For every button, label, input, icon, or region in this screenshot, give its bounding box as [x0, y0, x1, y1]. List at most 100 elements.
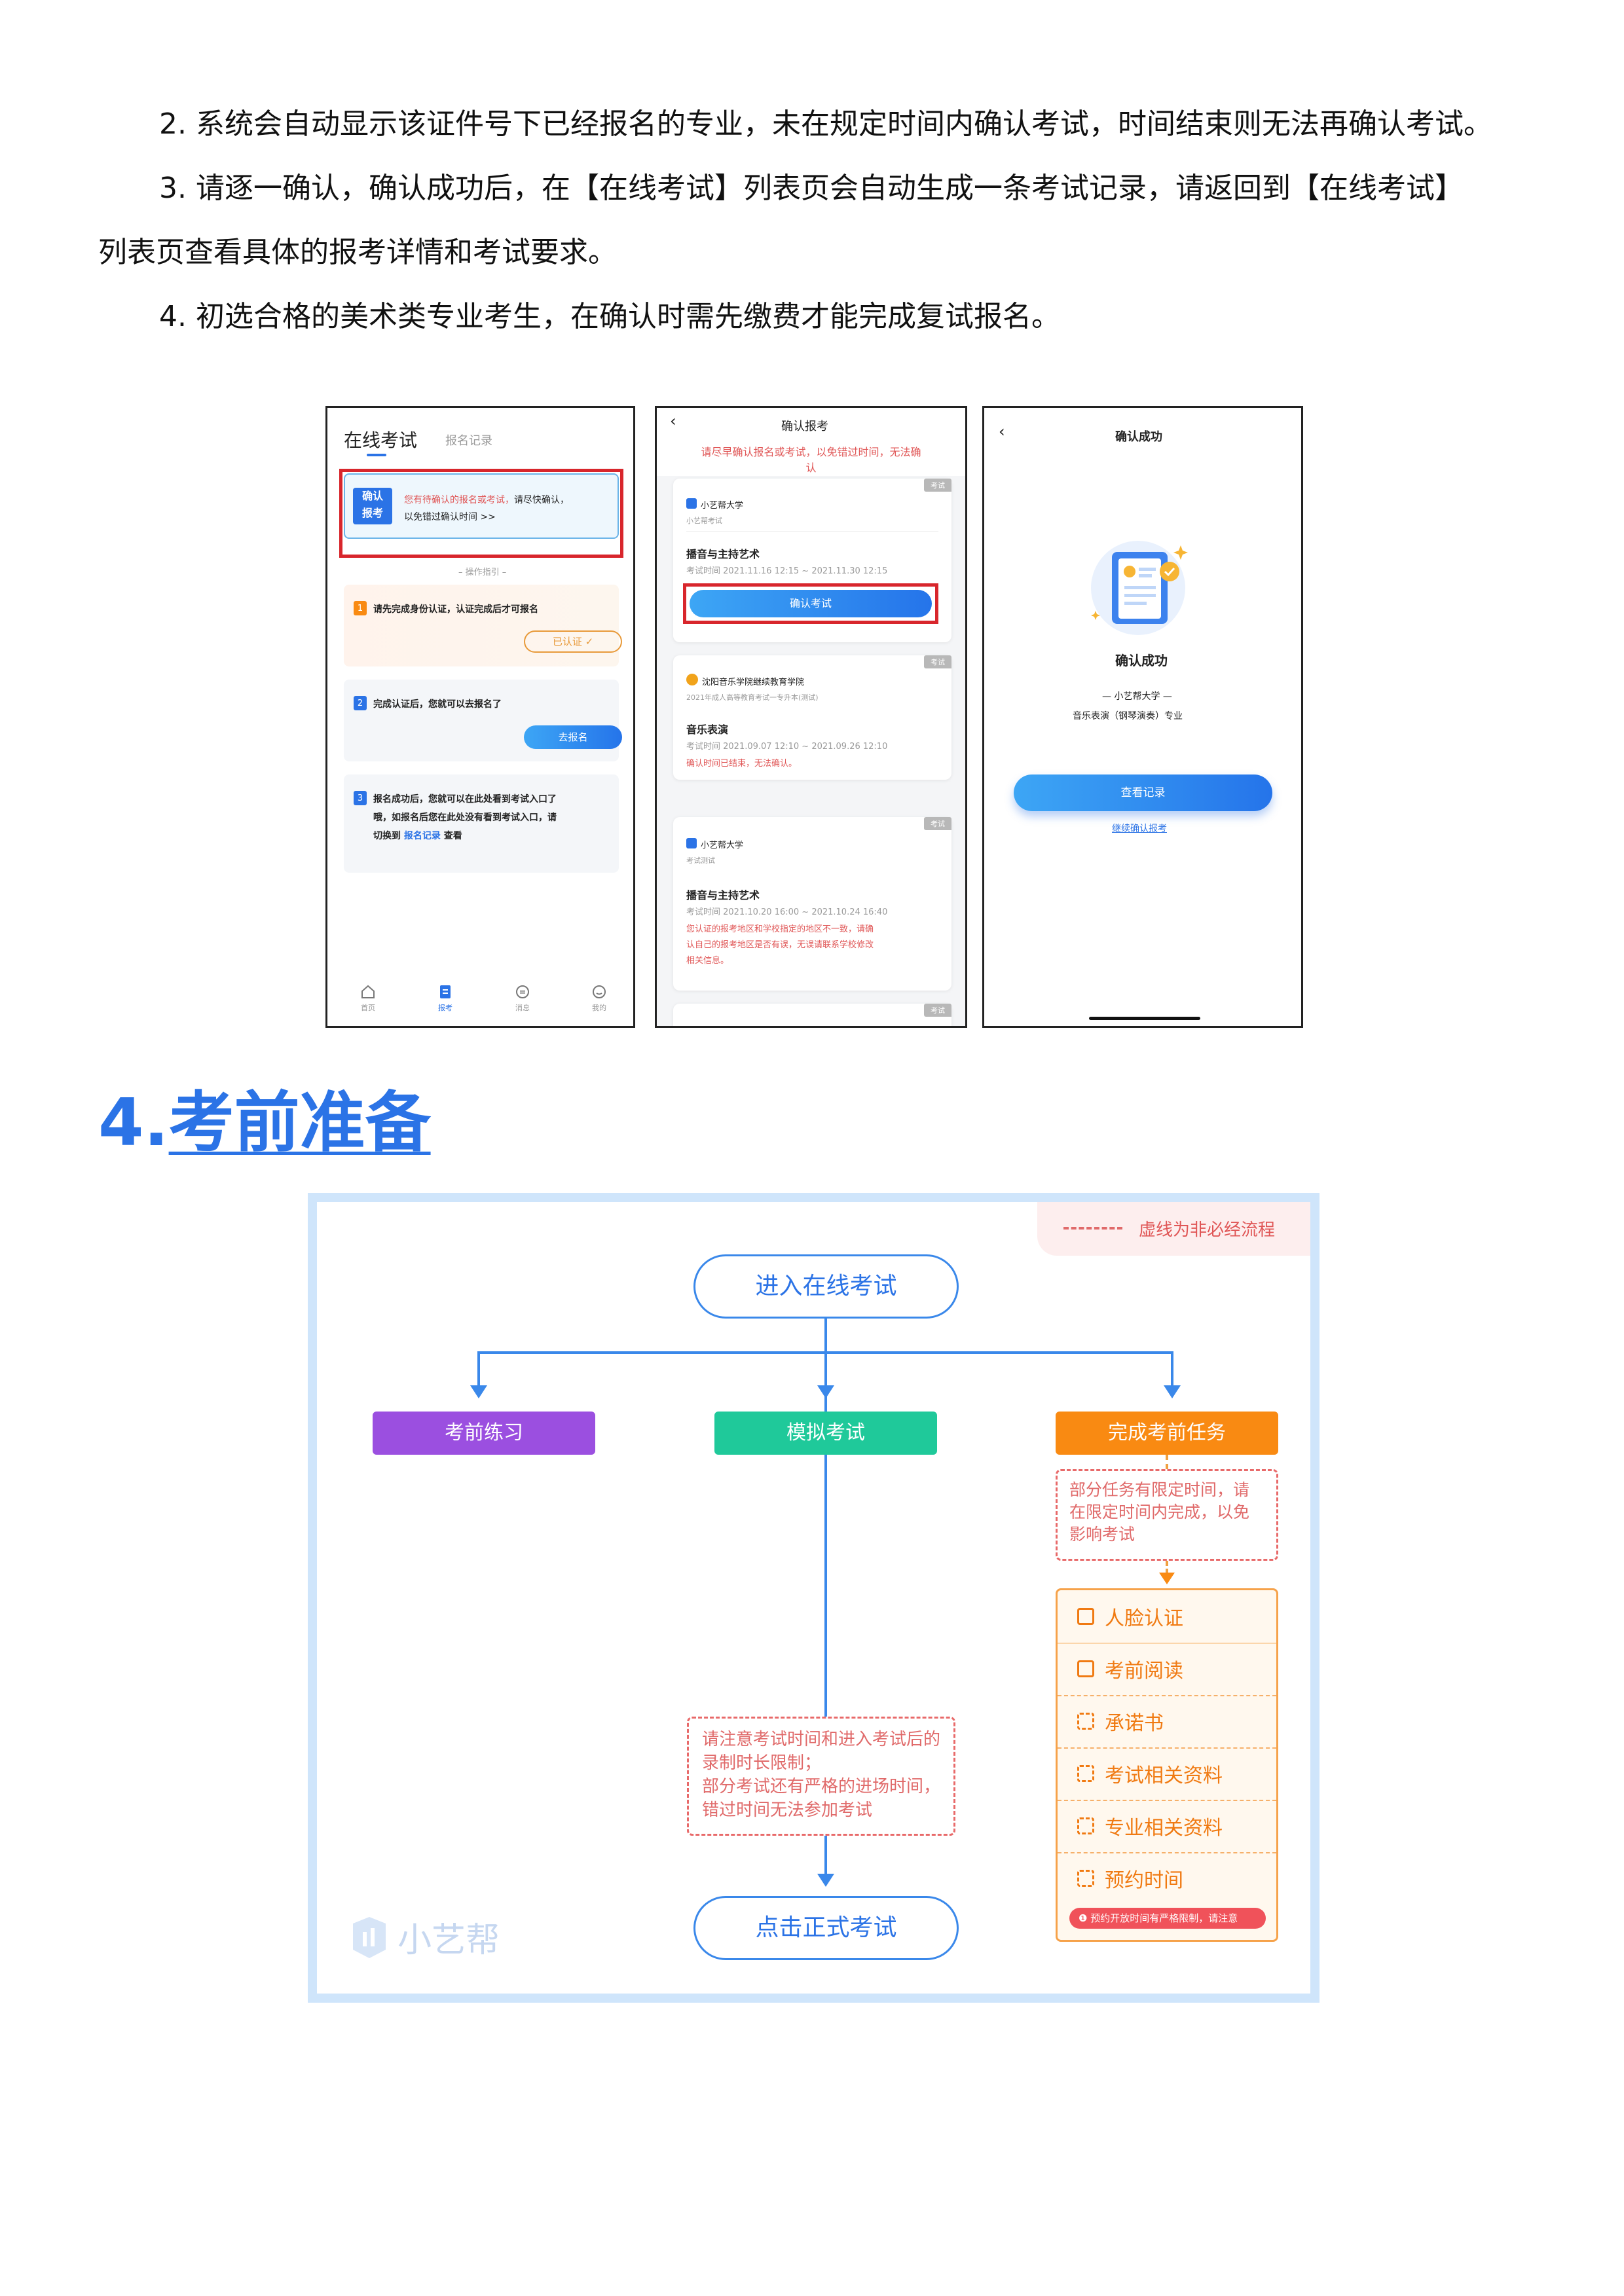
step3-pre: 切换到: [373, 831, 401, 841]
checkbox-optional-icon: [1077, 1870, 1094, 1887]
xiaoyibang-logo: 小艺帮: [350, 1912, 500, 1961]
divider: [686, 531, 938, 532]
branch-mock-exam: 模拟考试: [714, 1412, 937, 1455]
divider: [1058, 1852, 1276, 1853]
nav-mine-label: 我的: [592, 1004, 606, 1012]
card2-note: 确认时间已结束，无法确认。: [686, 759, 798, 769]
branch-pre-tasks: 完成考前任务: [1056, 1412, 1278, 1455]
page-title: 确认成功: [1115, 430, 1162, 444]
arrow-icon: [817, 1874, 834, 1887]
bottom-nav: 首页 报考 消息 我的: [327, 977, 633, 1026]
card2-time: 考试时间 2021.09.07 12:10 ~ 2021.09.26 12:10: [686, 742, 888, 752]
step3-post: 查看: [443, 831, 462, 841]
task-list: 人脸认证 考前阅读 承诺书 考试相关资料 专业相关资料 预约时间 ❶ 预约开放时…: [1056, 1588, 1278, 1942]
notice-dark: 请尽快确认，: [514, 495, 569, 505]
task-label: 考前阅读: [1105, 1660, 1183, 1683]
step3-card: 3 报名成功后，您就可以在此处看到考试入口了 哦，如报名后您在此处没有看到考试入…: [344, 774, 619, 873]
card3-note-line1: 您认证的报考地区和学校指定的地区不一致，请确: [686, 924, 874, 934]
success-major: 音乐表演（钢琴演奏）专业: [1073, 711, 1183, 721]
card2-school: 沈阳音乐学院继续教育学院: [702, 678, 805, 687]
task-pledge: 承诺书: [1058, 1695, 1276, 1747]
checkbox-optional-icon: [1077, 1817, 1094, 1834]
highlight-box: [683, 583, 938, 624]
back-icon[interactable]: ‹: [999, 422, 1005, 441]
phone-screenshot-confirm-register: ‹ 确认报考 请尽早确认报名或考试，以免错过时间，无法确 认 考试 小艺帮大学 …: [655, 406, 967, 1028]
step2-text: 完成认证后，您就可以去报名了: [373, 699, 502, 710]
verified-button[interactable]: 已认证 ✓: [524, 630, 622, 653]
notice-line2: 以免错过确认时间 >>: [404, 512, 496, 522]
school-logo-icon: [686, 838, 697, 848]
tab-registration-records[interactable]: 报名记录: [445, 434, 492, 448]
step3-line1: 报名成功后，您就可以在此处看到考试入口了: [373, 794, 557, 805]
back-icon[interactable]: ‹: [670, 412, 676, 430]
exam-card-2: 考试 沈阳音乐学院继续教育学院 2021年成人高等教育考试一专升本(测试) 音乐…: [673, 655, 951, 780]
exam-tag: 考试: [924, 479, 951, 492]
section-number: 4.: [98, 1084, 169, 1161]
badge-line1: 确认: [361, 490, 383, 502]
exam-tag: 考试: [924, 1004, 951, 1017]
legend: 虚线为非必经流程: [1037, 1202, 1310, 1256]
task-label: 承诺书: [1105, 1712, 1164, 1735]
nav-mine[interactable]: 我的: [586, 984, 612, 1013]
warning-line2: 认: [805, 462, 817, 474]
divider: [1058, 1695, 1276, 1696]
step3-line2: 哦，如报名后您在此处没有看到考试入口，请: [373, 812, 557, 823]
nav-exam[interactable]: 报考: [432, 984, 458, 1013]
phone-screenshot-online-exam: 在线考试 报名记录 确认 报考 您有待确认的报名或考试，请尽快确认， 以免错过确…: [325, 406, 635, 1028]
pending-confirm-banner[interactable]: 确认 报考 您有待确认的报名或考试，请尽快确认， 以免错过确认时间 >>: [344, 473, 619, 539]
message-icon: [516, 985, 529, 998]
divider: [1058, 1747, 1276, 1749]
step1-card: 1 请先完成身份认证，认证完成后才可报名 已认证 ✓: [344, 585, 622, 666]
nav-messages[interactable]: 消息: [509, 984, 536, 1013]
appointment-warning: ❶ 预约开放时间有严格限制，请注意: [1069, 1908, 1266, 1929]
checkbox-optional-icon: [1077, 1765, 1094, 1782]
view-records-button[interactable]: 查看记录: [1014, 774, 1272, 811]
connector: [1166, 1561, 1168, 1574]
warning-bar: 请尽早确认报名或考试，以免错过时间，无法确 认: [657, 439, 965, 476]
task-label: 专业相关资料: [1105, 1817, 1223, 1840]
profile-icon: [593, 985, 606, 998]
task-label: 预约时间: [1105, 1869, 1183, 1892]
prep-flowchart: 虚线为非必经流程 进入在线考试 考前练习 模拟考试 完成考前任务 请注意考试时间…: [308, 1193, 1320, 2003]
warning-icon: ❶: [1079, 1912, 1091, 1924]
warning-line1: 请尽早确认报名或考试，以免错过时间，无法确: [701, 446, 921, 458]
connector: [1166, 1455, 1168, 1469]
task-pre-reading: 考前阅读: [1058, 1643, 1276, 1695]
step2-number-icon: 2: [354, 696, 367, 710]
go-register-button[interactable]: 去报名: [524, 725, 622, 749]
paragraph-2: 2. 系统会自动显示该证件号下已经报名的专业，未在规定时间内确认考试，时间结束则…: [159, 107, 1492, 141]
card1-major: 播音与主持艺术: [686, 548, 760, 560]
divider: [1058, 1643, 1276, 1644]
tab-active-indicator: [367, 454, 386, 456]
end-node: 点击正式考试: [693, 1896, 959, 1960]
task-time-note: 部分任务有限定时间，请 在限定时间内完成，以免 影响考试: [1056, 1469, 1278, 1561]
tab-online-exam[interactable]: 在线考试: [344, 429, 418, 451]
card3-major: 播音与主持艺术: [686, 889, 760, 902]
registration-records-link[interactable]: 报名记录: [403, 831, 441, 841]
home-icon: [361, 985, 375, 998]
exam-tag: 考试: [924, 817, 951, 830]
exam-card-4: 考试: [673, 1004, 951, 1026]
school-logo-icon: [686, 674, 698, 685]
task-major-materials: 专业相关资料: [1058, 1800, 1276, 1852]
connector: [824, 1836, 827, 1876]
checkbox-checked-icon: [1077, 1660, 1094, 1677]
connector: [477, 1351, 1173, 1354]
card3-sub: 考试测试: [686, 856, 715, 865]
task-label: 考试相关资料: [1105, 1764, 1223, 1787]
arrow-icon: [470, 1385, 487, 1398]
card3-school: 小艺帮大学: [701, 841, 744, 850]
card3-time: 考试时间 2021.10.20 16:00 ~ 2021.10.24 16:40: [686, 907, 888, 917]
continue-confirm-link[interactable]: 继续确认报考: [1112, 824, 1167, 834]
section-title: 考前准备: [168, 1084, 431, 1161]
card2-sub: 2021年成人高等教育考试一专升本(测试): [686, 693, 819, 702]
nav-home[interactable]: 首页: [355, 984, 381, 1013]
task-label: 人脸认证: [1105, 1607, 1183, 1630]
logo-icon: [353, 1916, 386, 1958]
card1-school: 小艺帮大学: [701, 501, 744, 511]
legend-dash-icon: [1063, 1227, 1122, 1230]
exam-card-3: 考试 小艺帮大学 考试测试 播音与主持艺术 考试时间 2021.10.20 16…: [673, 817, 951, 991]
confirm-exam-button[interactable]: 确认考试: [690, 590, 932, 617]
header-bar: ‹ 确认报考: [657, 408, 965, 441]
guide-label: – 操作指引 –: [458, 568, 507, 577]
